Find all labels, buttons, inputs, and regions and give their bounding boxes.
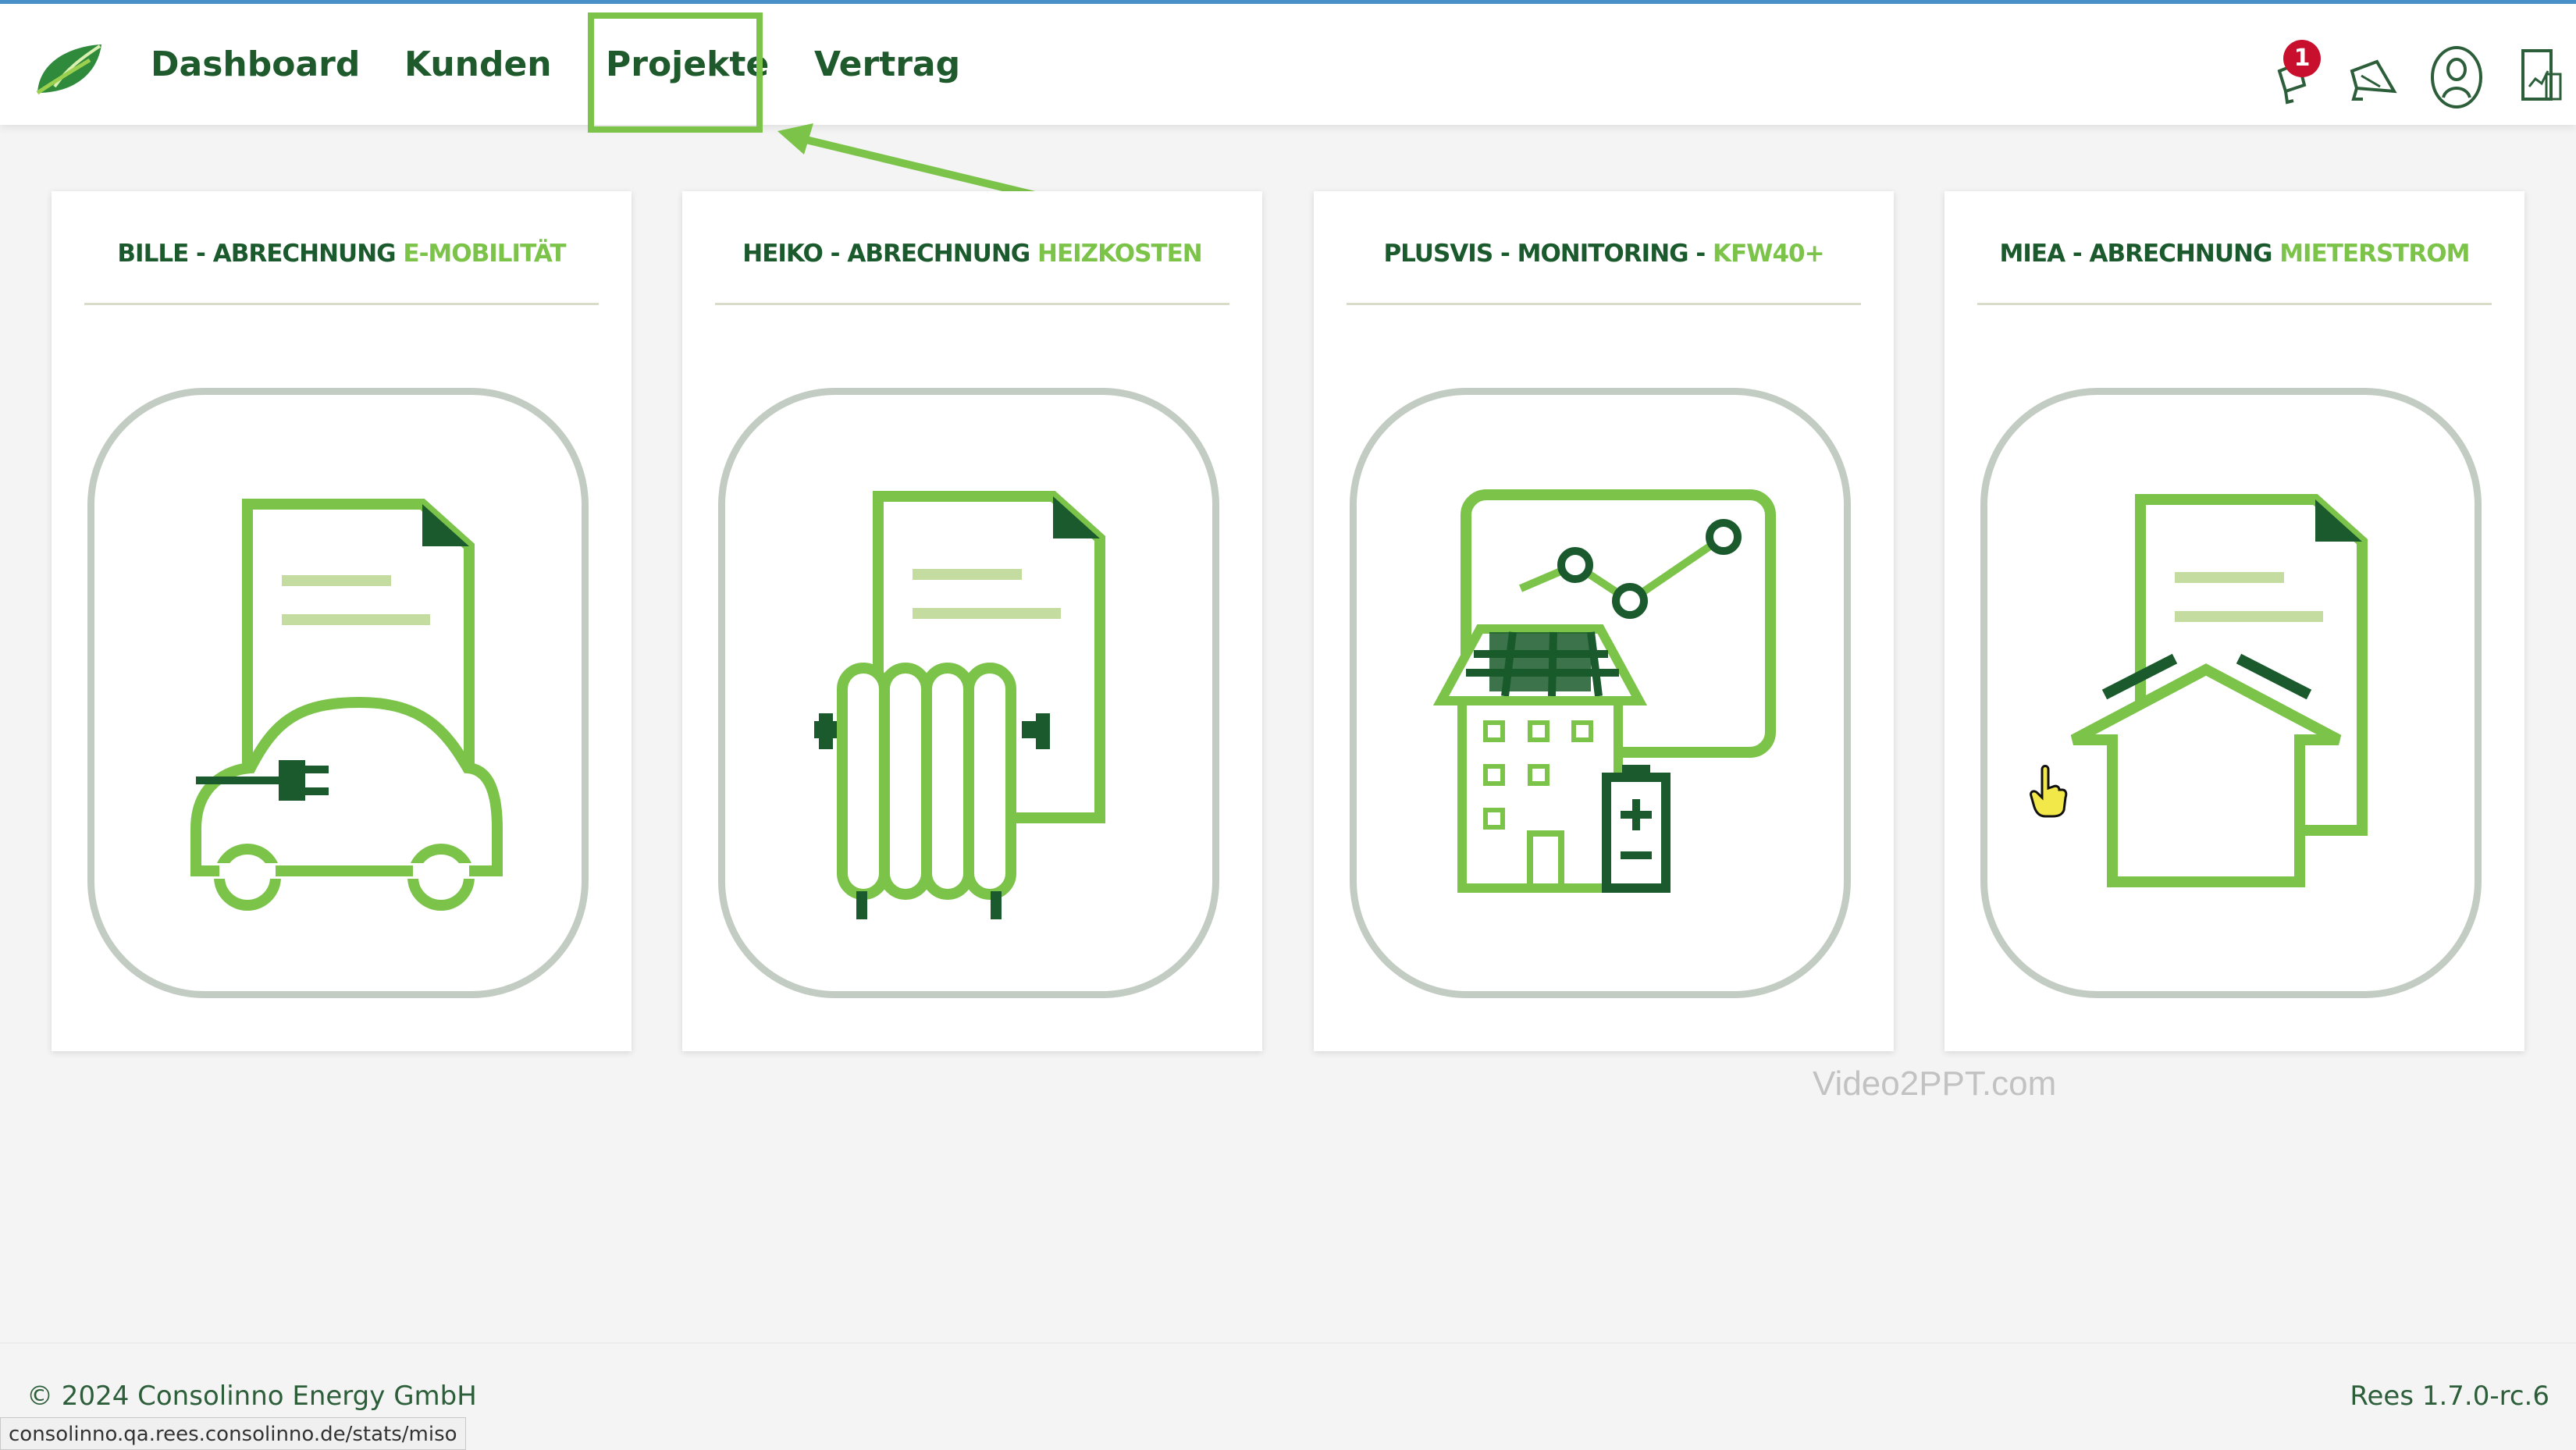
icon-frame [87, 388, 589, 998]
user-account-icon[interactable] [2429, 40, 2484, 110]
card-title: BILLE - ABRECHNUNG E-MOBILITÄT [117, 240, 566, 268]
nav-kunden[interactable]: Kunden [404, 44, 552, 84]
nav-projekte[interactable]: Projekte [606, 44, 770, 84]
building-chart-icon[interactable] [2512, 40, 2567, 110]
watermark: Video2PPT.com [1813, 1064, 2057, 1103]
notification-badge: 1 [2283, 40, 2321, 77]
ev-charging-document-icon [180, 499, 516, 911]
card-divider [715, 303, 1229, 305]
project-card-plusvis[interactable]: PLUSVIS - MONITORING - KFW40+ [1314, 191, 1894, 1051]
card-divider [84, 303, 599, 305]
radiator-document-icon [814, 491, 1105, 919]
nav-vertrag[interactable]: Vertrag [814, 44, 961, 84]
card-title: HEIKO - ABRECHNUNG HEIZKOSTEN [742, 240, 1202, 268]
icon-frame [1350, 388, 1851, 998]
top-navigation-bar: Dashboard Kunden Projekte Vertrag 1 [0, 0, 2576, 125]
leaf-logo-icon[interactable] [31, 38, 105, 101]
project-card-miea[interactable]: MIEA - ABRECHNUNG MIETERSTROM [1944, 191, 2524, 1051]
icon-frame [1980, 388, 2482, 998]
icon-frame [718, 388, 1219, 998]
copyright-text: © 2024 Consolinno Energy GmbH [27, 1381, 477, 1412]
active-nav-highlight [588, 12, 763, 133]
project-card-heiko[interactable]: HEIKO - ABRECHNUNG HEIZKOSTEN [682, 191, 1262, 1051]
footer: © 2024 Consolinno Energy GmbH Rees 1.7.0… [0, 1342, 2576, 1450]
hand-cursor-icon [2030, 765, 2068, 818]
project-card-bille[interactable]: BILLE - ABRECHNUNG E-MOBILITÄT [52, 191, 632, 1051]
card-title: PLUSVIS - MONITORING - KFW40+ [1383, 240, 1824, 268]
megaphone-icon[interactable] [2346, 40, 2400, 110]
card-divider [1347, 303, 1861, 305]
solar-building-monitoring-icon [1432, 489, 1776, 893]
version-text: Rees 1.7.0-rc.6 [2350, 1381, 2549, 1412]
nav-dashboard[interactable]: Dashboard [151, 44, 361, 84]
card-title: MIEA - ABRECHNUNG MIETERSTROM [1999, 240, 2471, 268]
house-document-icon [2070, 494, 2368, 887]
status-bar-url: consolinno.qa.rees.consolinno.de/stats/m… [0, 1417, 466, 1450]
card-divider [1977, 303, 2492, 305]
